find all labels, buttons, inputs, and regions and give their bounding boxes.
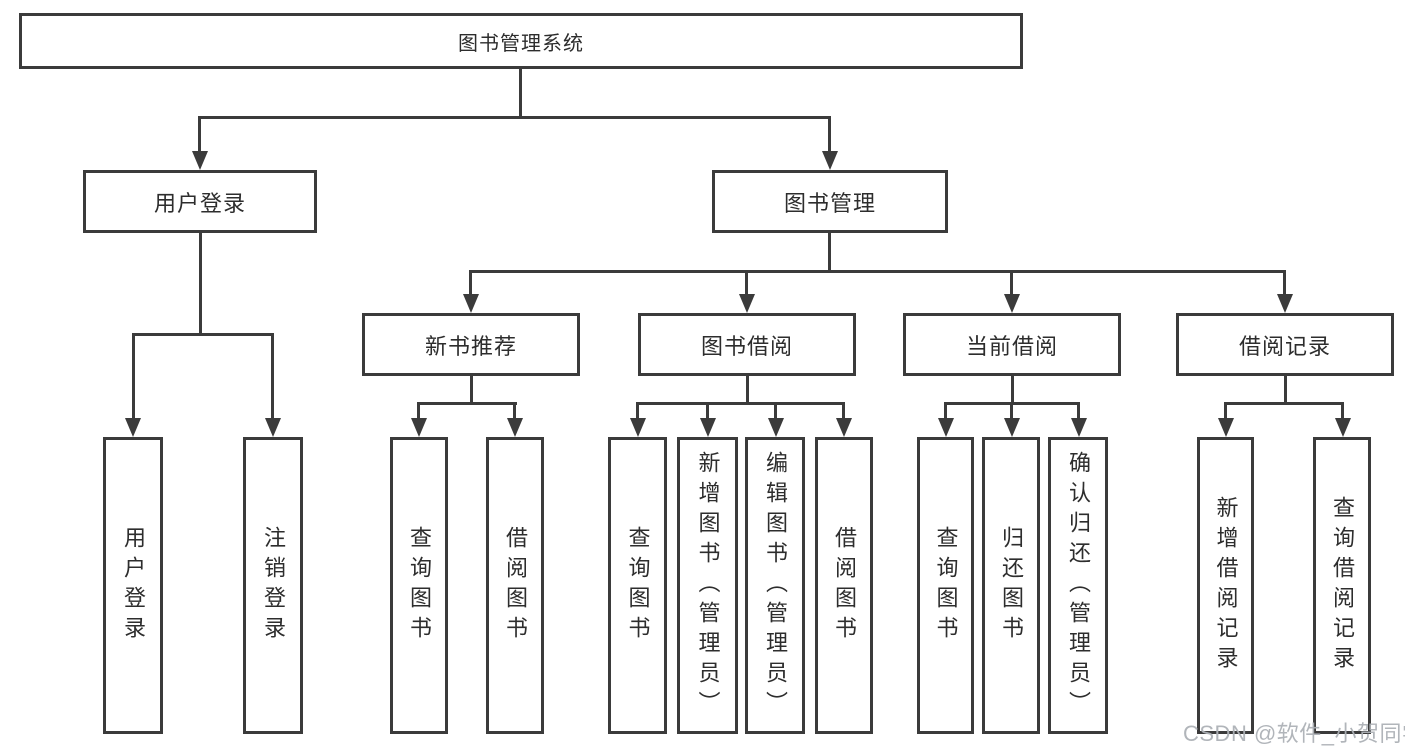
connector-drop-nb-leaf2 [513,402,516,420]
arrowhead-rc-leaf1 [1218,418,1234,437]
node-book-borrowing: 图书借阅 [638,313,856,376]
leaf-query-books-current: 查询图书 [917,437,974,734]
leaf-edit-book-admin-label: 编辑图书（管理员） [763,450,788,721]
node-root-label: 图书管理系统 [458,32,584,55]
arrowhead-bw-leaf1 [630,418,646,437]
leaf-add-book-admin-label: 新增图书（管理员） [695,450,721,721]
arrowhead-leaf-logout [265,418,281,437]
connector-drop-rc-leaf2 [1341,402,1344,420]
connector-drop-book-mgmt [828,116,831,153]
connector-root-crossbar [198,116,831,119]
arrowhead-rc-leaf2 [1335,418,1351,437]
arrowhead-cb-leaf2 [1004,418,1020,437]
connector-drop-cb-leaf2 [1010,402,1013,420]
node-book-management: 图书管理 [712,170,948,233]
connector-records-crossbar [1224,402,1344,405]
connector-drop-cb-leaf3 [1077,402,1080,420]
node-user-login-label: 用户登录 [153,190,246,216]
arrowhead-user-login [192,151,208,170]
connector-drop-user-login [198,116,201,153]
connector-borrow-stem [746,376,749,405]
leaf-confirm-return-admin: 确认归还（管理员） [1048,437,1108,734]
leaf-borrow-books-borrow-label: 借阅图书 [832,525,857,646]
connector-drop-borrow [745,270,748,296]
arrowhead-nb-leaf2 [507,418,523,437]
node-book-management-label: 图书管理 [783,190,876,216]
arrowhead-nb-leaf1 [411,418,427,437]
node-current-borrowing-label: 当前借阅 [965,333,1058,359]
leaf-return-books-label: 归还图书 [999,525,1024,646]
arrowhead-book-mgmt [822,151,838,170]
arrowhead-borrow [739,294,755,313]
node-user-login: 用户登录 [83,170,317,233]
leaf-add-borrow-record-label: 新增借阅记录 [1213,495,1239,676]
connector-drop-nb-leaf1 [417,402,420,420]
connector-newbooks-crossbar [417,402,517,405]
leaf-return-books: 归还图书 [982,437,1040,734]
connector-drop-current [1010,270,1013,296]
leaf-query-books-newbooks: 查询图书 [390,437,448,734]
leaf-user-login: 用户登录 [103,437,163,734]
connector-bookmgmt-stem [828,233,831,272]
leaf-edit-book-admin: 编辑图书（管理员） [745,437,805,734]
arrowhead-bw-leaf2 [700,418,716,437]
connector-root-stem [519,68,522,118]
connector-drop-bw-leaf4 [842,402,845,420]
leaf-borrow-books-newbooks-label: 借阅图书 [503,525,528,646]
connector-drop-leaf-logout [271,333,274,420]
arrowhead-leaf-login [125,418,141,437]
node-new-book-recommendation: 新书推荐 [362,313,580,376]
connector-borrow-crossbar [636,402,845,405]
leaf-add-borrow-record: 新增借阅记录 [1197,437,1254,734]
leaf-add-book-admin: 新增图书（管理员） [677,437,738,734]
leaf-user-login-label: 用户登录 [121,525,146,646]
arrowhead-cb-leaf3 [1071,418,1087,437]
leaf-confirm-return-admin-label: 确认归还（管理员） [1066,450,1091,721]
connector-userlogin-stem [199,233,202,336]
node-new-book-recommendation-label: 新书推荐 [424,333,517,359]
node-borrowing-records: 借阅记录 [1176,313,1394,376]
node-book-borrowing-label: 图书借阅 [700,333,793,359]
leaf-query-books-newbooks-label: 查询图书 [407,525,432,646]
connector-userlogin-crossbar [132,333,274,336]
connector-records-stem [1284,376,1287,405]
connector-drop-new-books [469,270,472,296]
arrowhead-current [1004,294,1020,313]
arrowhead-bw-leaf4 [836,418,852,437]
node-borrowing-records-label: 借阅记录 [1238,333,1331,359]
node-current-borrowing: 当前借阅 [903,313,1121,376]
connector-newbooks-stem [470,376,473,405]
connector-drop-records [1283,270,1286,296]
connector-current-stem [1011,376,1014,405]
leaf-query-borrow-record-label: 查询借阅记录 [1330,495,1355,676]
connector-bookmgmt-crossbar [469,270,1286,273]
node-root-system: 图书管理系统 [19,13,1023,69]
leaf-query-books-borrow: 查询图书 [608,437,667,734]
arrowhead-records [1277,294,1293,313]
arrowhead-bw-leaf3 [768,418,784,437]
leaf-query-books-current-label: 查询图书 [933,525,959,646]
leaf-borrow-books-newbooks: 借阅图书 [486,437,544,734]
connector-drop-bw-leaf1 [636,402,639,420]
leaf-query-borrow-record: 查询借阅记录 [1313,437,1371,734]
arrowhead-cb-leaf1 [938,418,954,437]
arrowhead-new-books [463,294,479,313]
leaf-logout: 注销登录 [243,437,303,734]
connector-drop-rc-leaf1 [1224,402,1227,420]
connector-drop-bw-leaf2 [706,402,709,420]
connector-drop-cb-leaf1 [944,402,947,420]
leaf-logout-label: 注销登录 [261,525,286,646]
connector-drop-leaf-login [132,333,135,420]
csdn-watermark: CSDN @软件_小贺同学 [1183,721,1405,746]
leaf-query-books-borrow-label: 查询图书 [625,525,651,646]
connector-drop-bw-leaf3 [774,402,777,420]
leaf-borrow-books-borrow: 借阅图书 [815,437,873,734]
